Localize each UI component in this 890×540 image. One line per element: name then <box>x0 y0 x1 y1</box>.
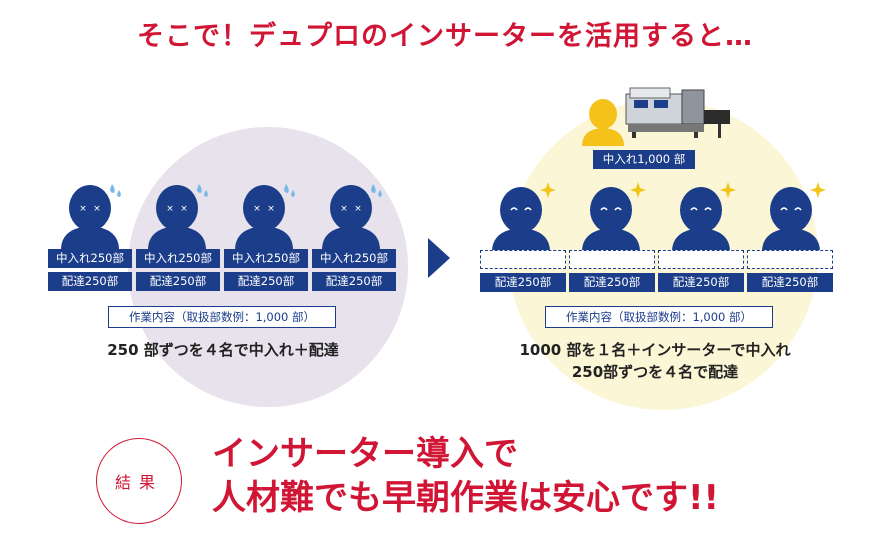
tired-worker-icon: ×× <box>231 170 301 250</box>
empty-insert-slot <box>747 250 833 269</box>
operator-insert-label: 中入れ1,000 部 <box>593 150 695 169</box>
result-line2: 人材難でも早朝作業は安心です!! <box>212 478 720 518</box>
headline: そこで！デュプロのインサーターを活用すると… <box>137 21 753 52</box>
svg-text:×: × <box>354 204 362 214</box>
result-line1: インサーター導入で <box>212 434 518 474</box>
delivery-count-label: 配達250部 <box>480 273 566 292</box>
delivery-count-label: 配達250部 <box>224 272 308 291</box>
delivery-count-label: 配達250部 <box>658 273 744 292</box>
delivery-count-label: 配達250部 <box>312 272 396 291</box>
empty-insert-slot <box>480 250 566 269</box>
right-caption-line2: 250部ずつを４名で配達 <box>571 363 739 381</box>
arrow-right-icon <box>428 238 450 282</box>
tired-worker-icon: ×× <box>57 170 127 250</box>
delivery-count-label: 配達250部 <box>747 273 833 292</box>
right-caption-line1: 1000 部を１名＋インサーターで中入れ <box>519 341 791 359</box>
svg-text:×: × <box>79 204 87 214</box>
inserter-machine-icon <box>624 84 734 144</box>
insert-count-label: 中入れ250部 <box>136 249 220 268</box>
insert-count-label: 中入れ250部 <box>224 249 308 268</box>
insert-count-label: 中入れ250部 <box>48 249 132 268</box>
insert-count-label: 中入れ250部 <box>312 249 396 268</box>
tired-worker-icon: ×× <box>318 170 388 250</box>
operator-icon <box>580 96 626 150</box>
work-content-note: 作業内容（取扱部数例：1,000 部） <box>545 306 773 328</box>
svg-text:×: × <box>340 204 348 214</box>
svg-text:×: × <box>180 204 188 214</box>
happy-worker-icon <box>758 172 828 252</box>
svg-text:×: × <box>267 204 275 214</box>
result-message: インサーター導入で 人材難でも早朝作業は安心です!! <box>212 432 719 520</box>
svg-text:×: × <box>253 204 261 214</box>
delivery-count-label: 配達250部 <box>136 272 220 291</box>
empty-insert-slot <box>658 250 744 269</box>
happy-worker-icon <box>668 172 738 252</box>
result-badge: 結果 <box>96 438 182 524</box>
delivery-count-label: 配達250部 <box>569 273 655 292</box>
empty-insert-slot <box>569 250 655 269</box>
left-caption: 250 部ずつを４名で中入れ＋配達 <box>107 341 339 359</box>
happy-worker-icon <box>578 172 648 252</box>
svg-text:×: × <box>166 204 174 214</box>
tired-worker-icon: ×× <box>144 170 214 250</box>
happy-worker-icon <box>488 172 558 252</box>
svg-text:×: × <box>93 204 101 214</box>
work-content-note: 作業内容（取扱部数例：1,000 部） <box>108 306 336 328</box>
delivery-count-label: 配達250部 <box>48 272 132 291</box>
